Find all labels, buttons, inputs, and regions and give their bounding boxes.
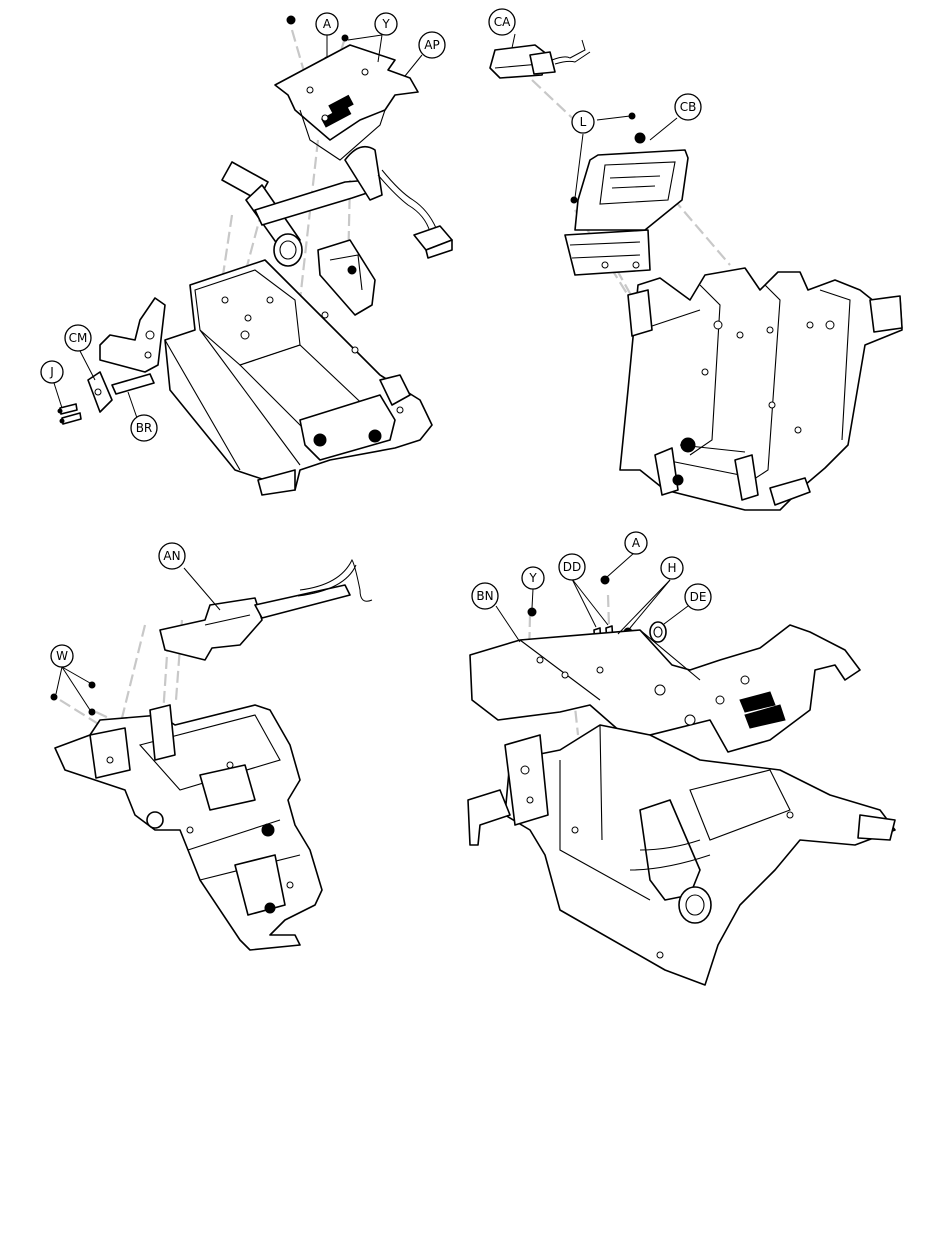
callout-h-label: H [667, 561, 676, 575]
callout-br: BR [131, 415, 157, 441]
callout-de: DE [685, 584, 711, 610]
mounting-plate-bn [470, 625, 860, 752]
callout-br-label: BR [136, 421, 153, 435]
callout-y-top: Y [375, 13, 397, 35]
wiring-harness [378, 170, 452, 258]
callout-ca: CA [489, 9, 515, 35]
callout-an-label: AN [163, 549, 180, 563]
view-top-left-assembly: A Y AP CM J BR [41, 13, 452, 495]
callout-ap: AP [419, 32, 445, 58]
tray-cb [565, 133, 688, 275]
callout-w-label: W [56, 649, 68, 663]
callout-a-top: A [316, 13, 338, 35]
callout-dd-label: DD [563, 560, 581, 574]
control-module-ca [490, 40, 590, 78]
screw-y-top [342, 35, 348, 41]
view-bottom-left-assembly: AN W [51, 543, 372, 950]
callout-y-top-label: Y [381, 17, 390, 31]
callout-cb: CB [675, 94, 701, 120]
bushing-de [650, 622, 666, 642]
side-bracket-left [88, 298, 165, 412]
base-frame-top-right [620, 268, 902, 510]
callout-an: AN [159, 543, 185, 569]
base-frame-bottom-right [468, 725, 895, 985]
callout-dd: DD [559, 554, 585, 580]
actuator-an [160, 560, 372, 660]
callout-cm-label: CM [69, 331, 88, 345]
callout-a-bottom-label: A [632, 536, 641, 550]
screw-a-bottom [601, 576, 609, 584]
view-bottom-right-assembly: A Y DD H DE BN [468, 532, 895, 985]
base-frame-bottom-left [55, 705, 322, 950]
screw-y-bottom [528, 608, 536, 616]
callout-h: H [661, 557, 683, 579]
callout-y-bottom-label: Y [528, 571, 537, 585]
callout-ap-label: AP [424, 38, 439, 52]
callout-a-top-label: A [323, 17, 332, 31]
callout-cb-label: CB [680, 100, 697, 114]
callout-cm: CM [65, 325, 91, 351]
callout-j-label: J [49, 365, 54, 379]
top-bracket [275, 45, 418, 160]
callout-bn-label: BN [476, 589, 493, 603]
callout-de-label: DE [690, 590, 707, 604]
pin-br [112, 374, 154, 394]
callout-j: J [41, 361, 63, 383]
callout-y-bottom: Y [522, 567, 544, 589]
callout-a-bottom: A [625, 532, 647, 554]
callout-l: L [572, 111, 594, 133]
callout-w: W [51, 645, 73, 667]
callout-ca-label: CA [494, 15, 511, 29]
callout-l-label: L [580, 115, 587, 129]
view-top-right-assembly: CA L CB [489, 9, 902, 510]
callout-bn: BN [472, 583, 498, 609]
base-frame-top-left [165, 240, 432, 495]
actuator-cylinder [222, 147, 382, 266]
